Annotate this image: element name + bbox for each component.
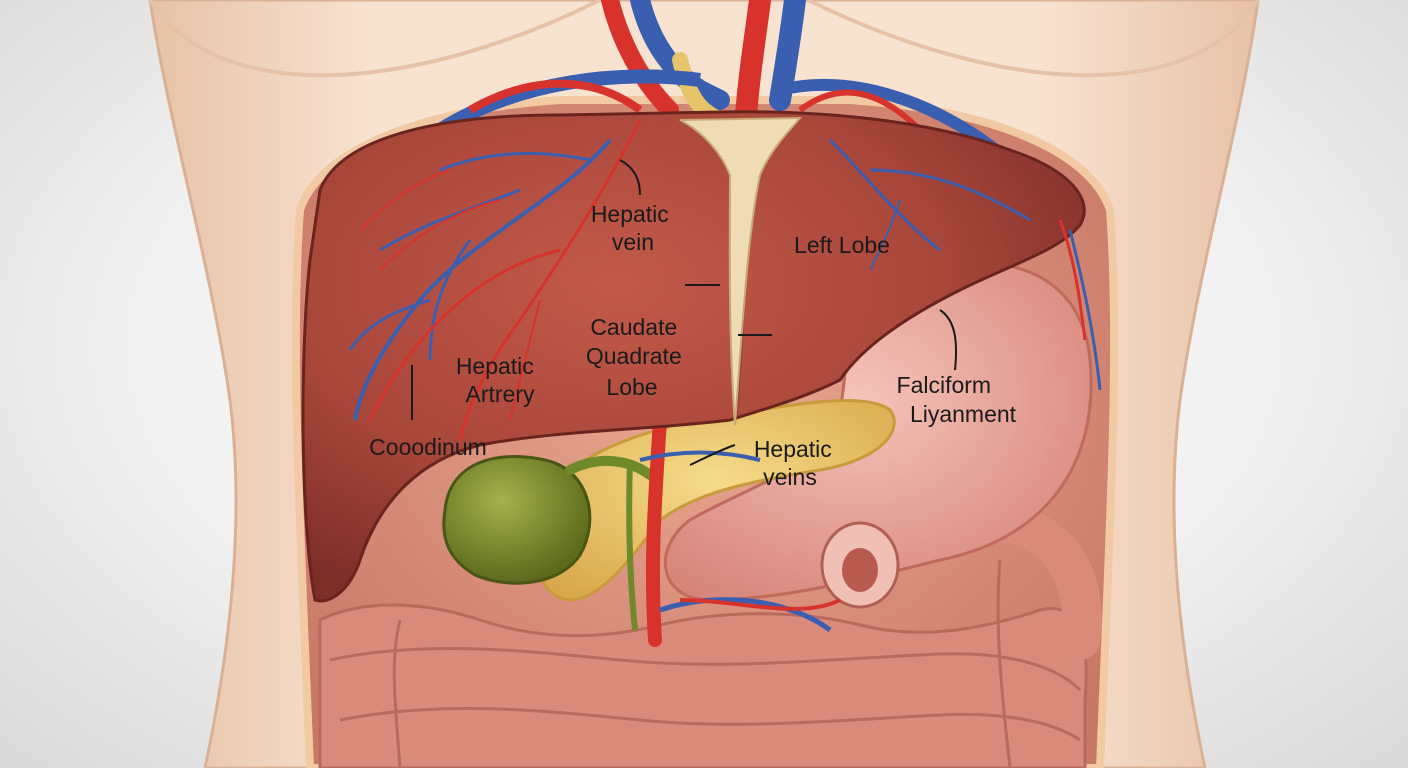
label-hepatic-artery: Hepatic Artrery [456, 353, 540, 407]
label-caudate-quadrate-lobe: Caudate Quadrate Lobe [586, 314, 688, 400]
labels: Hepatic vein Left Lobe Caudate Quadrate … [369, 201, 1016, 490]
intestines [318, 500, 1102, 768]
label-left-lobe: Left Lobe [794, 232, 890, 258]
liver [301, 110, 1102, 603]
label-hepatic-vein: Hepatic vein [591, 201, 675, 255]
portal-vessels [626, 413, 841, 647]
label-hepatic-veins: Hepatic veins [754, 436, 838, 490]
label-duodenum: Cooodinum [369, 434, 487, 460]
label-falciform-ligament: Falciform Liyanment [897, 372, 1017, 427]
gallbladder [442, 455, 655, 585]
leader-lines [411, 159, 958, 466]
